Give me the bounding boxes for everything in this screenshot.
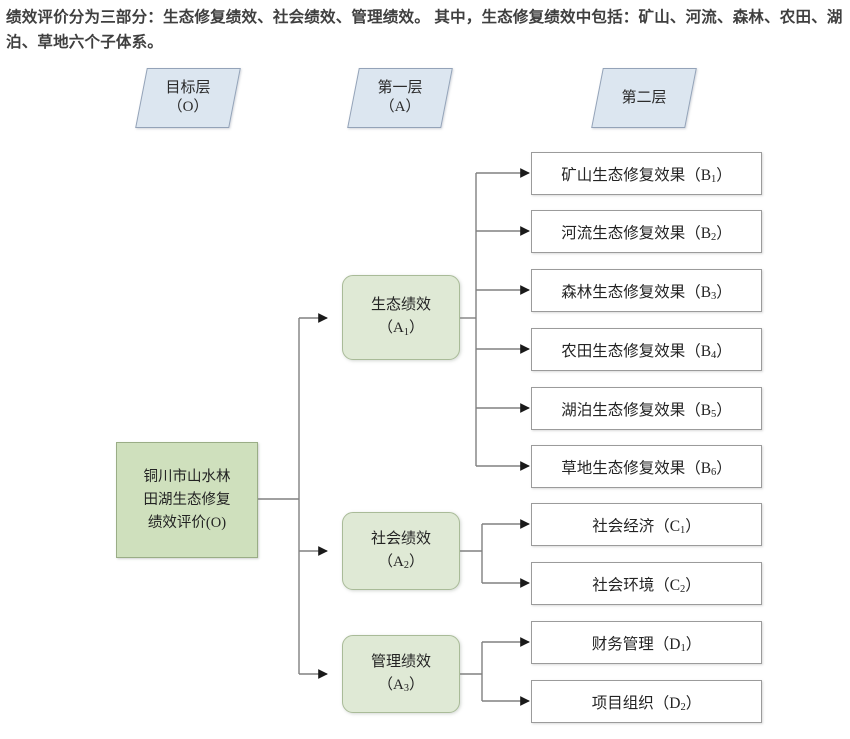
node-b2-river-restoration[interactable]: 河流生态修复效果（B2）: [531, 210, 762, 253]
node-a1-ecological-performance[interactable]: 生态绩效 （A1）: [342, 275, 460, 360]
layer-header-goal-code: （O）: [167, 99, 209, 115]
node-a2-code: （A2）: [378, 553, 424, 572]
layer-header-first-title: 第一层: [377, 80, 423, 96]
node-a2-social-performance[interactable]: 社会绩效 （A2）: [342, 512, 460, 590]
layer-header-second-title: 第二层: [621, 89, 667, 106]
node-c2-social-environment[interactable]: 社会环境（C2）: [531, 562, 762, 605]
node-b5-lake-restoration[interactable]: 湖泊生态修复效果（B5）: [531, 387, 762, 430]
layer-header-first-code: （A）: [379, 99, 421, 115]
layer-header-goal-title: 目标层: [165, 80, 211, 96]
diagram-caption: 绩效评价分为三部分：生态修复绩效、社会绩效、管理绩效。 其中，生态修复绩效中包括…: [6, 9, 843, 51]
node-b3-label: 森林生态修复效果（B3）: [561, 283, 732, 303]
node-d1-label: 财务管理（D1）: [591, 635, 702, 655]
node-a1-title: 生态绩效: [370, 297, 431, 313]
node-root-line-3: 绩效评价(O): [147, 514, 227, 531]
node-a3-title: 管理绩效: [370, 653, 431, 670]
node-a3-code: （A3）: [378, 676, 424, 695]
node-b2-label: 河流生态修复效果（B2）: [561, 224, 732, 244]
layer-header-second: 第二层: [591, 68, 697, 128]
node-b3-forest-restoration[interactable]: 森林生态修复效果（B3）: [531, 269, 762, 312]
node-b4-label: 农田生态修复效果（B4）: [561, 342, 732, 362]
node-a1-code: （A1）: [378, 320, 424, 338]
node-c1-label: 社会经济（C1）: [592, 517, 701, 537]
node-b6-label: 草地生态修复效果（B6）: [561, 459, 732, 479]
node-d2-label: 项目组织（D2）: [591, 694, 702, 714]
node-c2-label: 社会环境（C2）: [592, 576, 701, 596]
node-b5-label: 湖泊生态修复效果（B5）: [561, 401, 732, 421]
node-a3-management-performance[interactable]: 管理绩效 （A3）: [342, 635, 460, 713]
node-b4-farmland-restoration[interactable]: 农田生态修复效果（B4）: [531, 328, 762, 371]
node-root-line-2: 田湖生态修复: [143, 491, 231, 508]
node-d1-financial-management[interactable]: 财务管理（D1）: [531, 621, 762, 664]
node-b1-mine-restoration[interactable]: 矿山生态修复效果（B1）: [531, 152, 762, 195]
node-a2-title: 社会绩效: [370, 530, 431, 547]
node-d2-project-organization[interactable]: 项目组织（D2）: [531, 680, 762, 723]
node-b1-label: 矿山生态修复效果（B1）: [561, 166, 732, 186]
node-c1-social-economy[interactable]: 社会经济（C1）: [531, 503, 762, 546]
layer-header-goal: 目标层 （O）: [135, 68, 241, 128]
layer-header-first: 第一层 （A）: [347, 68, 453, 128]
node-root-line-1: 铜川市山水林: [143, 468, 231, 485]
node-root-goal[interactable]: 铜川市山水林 田湖生态修复 绩效评价(O): [116, 442, 258, 558]
node-b6-grassland-restoration[interactable]: 草地生态修复效果（B6）: [531, 445, 762, 488]
